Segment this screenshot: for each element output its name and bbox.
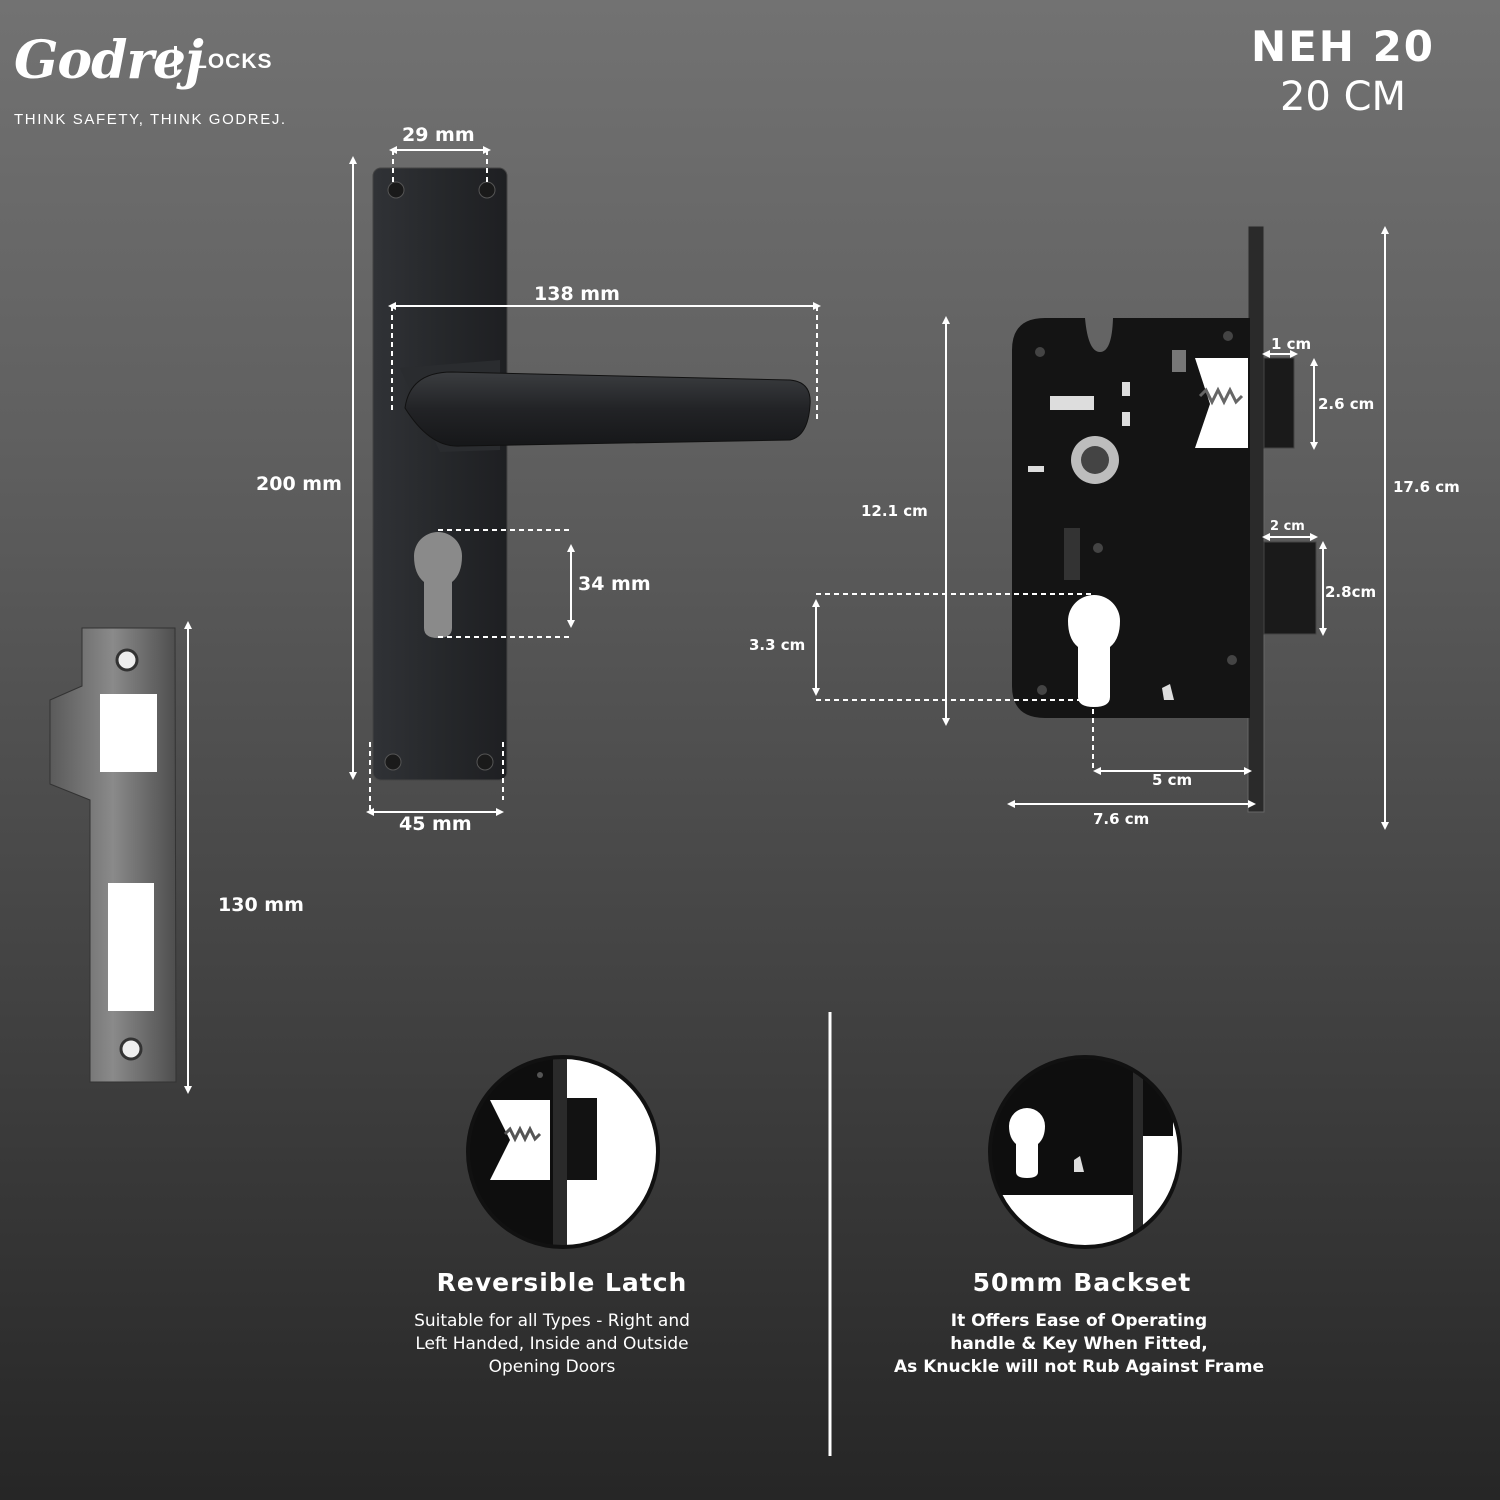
dim-bolt-width: 2 cm [1270, 519, 1305, 534]
brand-tagline: THINK SAFETY, THINK GODREJ. [14, 111, 287, 128]
dim-strike-height: 130 mm [218, 894, 304, 916]
handle-dimension-lines [349, 146, 821, 816]
feature-title-backset: 50mm Backset [972, 1268, 1192, 1297]
feature-desc-reversible-latch: Suitable for all Types - Right and Left … [414, 1311, 690, 1377]
dim-cylinder-hole: 34 mm [578, 573, 651, 595]
model-name: NEH 20 [1250, 22, 1436, 71]
dim-screw-spacing: 29 mm [402, 124, 475, 146]
dim-total-height: 17.6 cm [1393, 478, 1460, 496]
dim-mortise-height: 12.1 cm [861, 502, 928, 520]
dim-backset: 5 cm [1152, 771, 1193, 789]
dim-plate-width: 45 mm [399, 813, 472, 835]
brand-division: LOCKS [194, 50, 273, 73]
dim-latch-width: 1 cm [1271, 335, 1312, 353]
mortise-lock-body [1012, 225, 1317, 813]
godrej-logo: Godrej [14, 30, 204, 91]
dim-cylinder-offset: 3.3 cm [749, 636, 806, 654]
backset-closeup [988, 1055, 1182, 1249]
dim-lever-length: 138 mm [534, 283, 620, 305]
dim-latch-height: 2.6 cm [1318, 395, 1375, 413]
feature-title-reversible-latch: Reversible Latch [436, 1268, 688, 1297]
logo-divider [174, 46, 177, 74]
mortise-dimension-lines [812, 226, 1389, 830]
model-size: 20 CM [1279, 74, 1407, 120]
dim-body-width: 7.6 cm [1093, 810, 1150, 828]
feature-desc-backset: It Offers Ease of Operating handle & Key… [894, 1311, 1264, 1377]
strike-plate [49, 627, 177, 1083]
lever-handle [372, 167, 811, 781]
reversible-latch-closeup [466, 1055, 660, 1249]
dim-bolt-height: 2.8cm [1325, 583, 1377, 601]
dim-plate-height: 200 mm [256, 473, 342, 495]
